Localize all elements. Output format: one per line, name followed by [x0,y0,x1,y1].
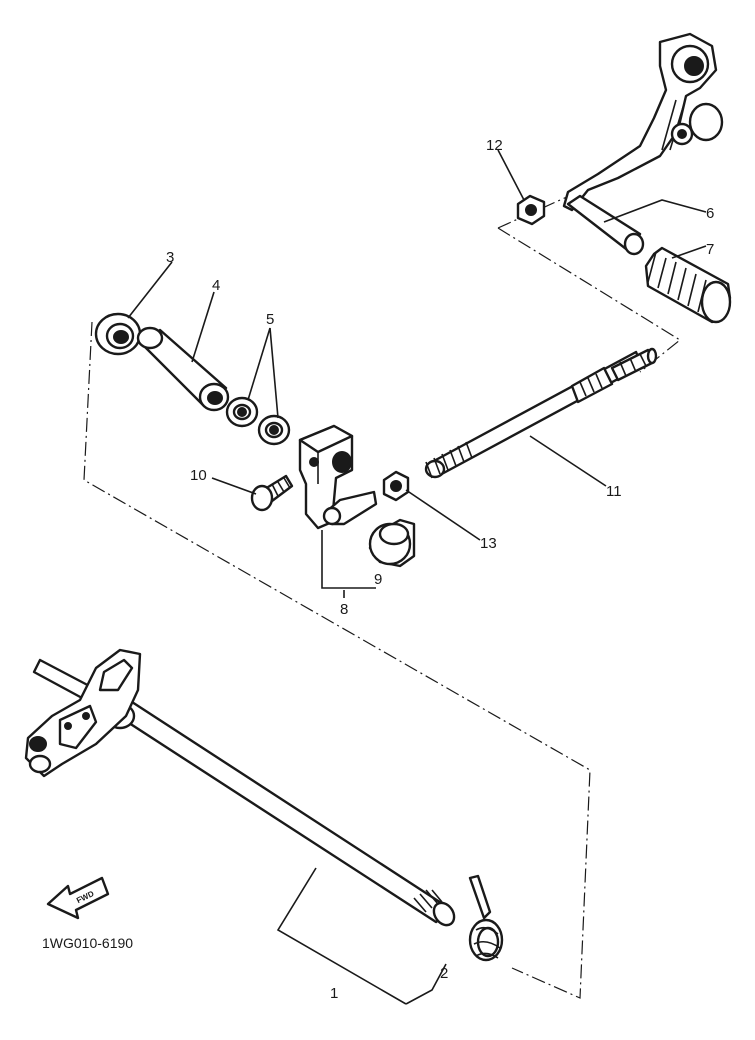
callout-5: 5 [266,311,274,328]
footrest-rubber[interactable] [644,246,732,324]
part-code-label: 1WG010-6190 [42,935,133,951]
nut[interactable] [516,194,546,226]
callout-4: 4 [212,277,220,294]
oil-seal[interactable] [94,312,142,356]
callout-8: 8 [340,601,348,618]
collar[interactable] [136,326,230,412]
callout-12: 12 [486,137,503,154]
torsion-spring[interactable] [468,874,504,962]
leader-lines [127,149,707,1005]
callout-2: 2 [440,965,448,982]
shift-shaft[interactable] [24,648,458,929]
callout-9: 9 [374,571,382,588]
washer-nut[interactable] [382,470,410,502]
callout-7: 7 [706,241,714,258]
callout-1: 1 [330,985,338,1002]
bolt[interactable] [250,474,294,512]
callout-6: 6 [706,205,714,222]
shift-arm-assembly[interactable] [298,424,416,568]
shift-pedal[interactable] [562,32,724,256]
fwd-arrow-icon: FWD [46,876,110,920]
callouts: 1 2 3 4 5 6 7 8 9 10 11 12 13 [166,137,714,1002]
shift-rod[interactable] [424,347,658,479]
callout-3: 3 [166,249,174,266]
callout-10: 10 [190,467,207,484]
callout-11: 11 [606,483,622,500]
callout-13: 13 [480,535,497,552]
bearing-pair[interactable] [225,396,291,446]
